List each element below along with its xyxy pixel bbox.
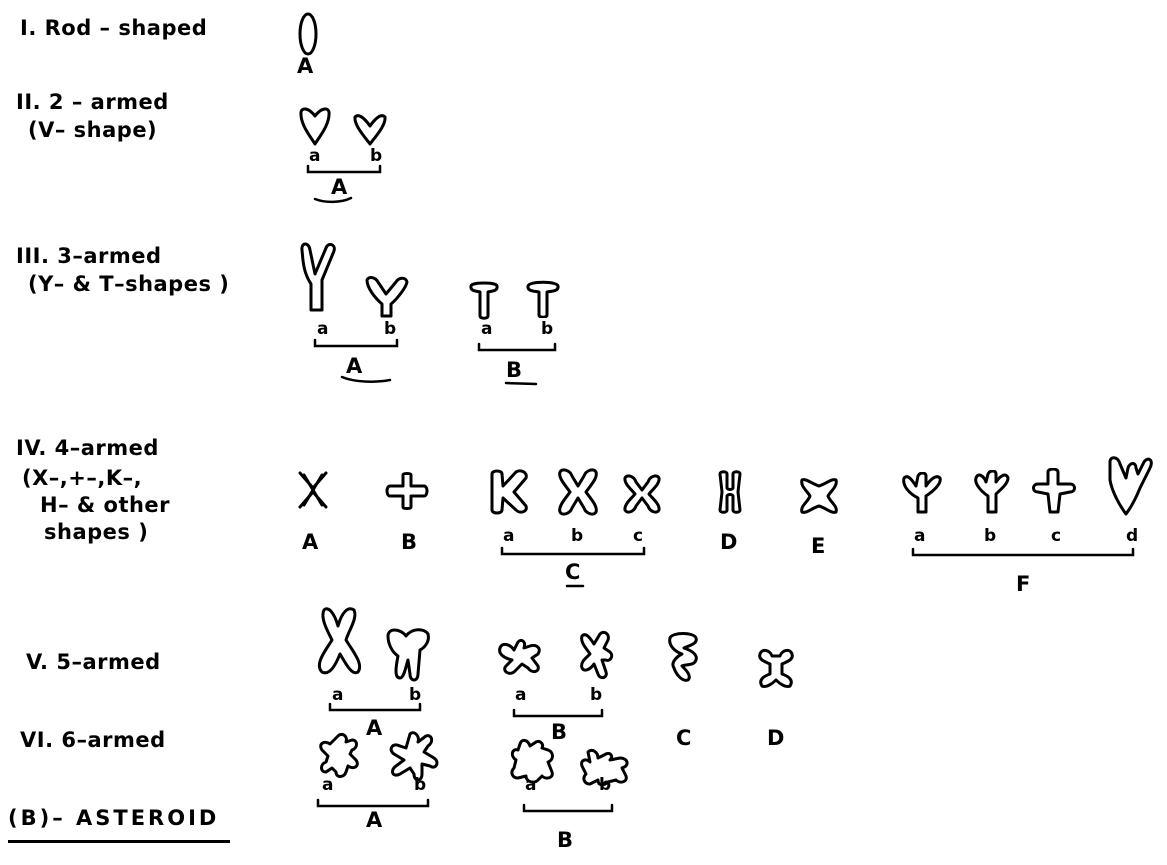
five-arm-shape-a-a xyxy=(317,607,361,675)
label-iv-f-d: d xyxy=(1126,526,1139,546)
six-arm-shape-a-b xyxy=(389,731,439,782)
y-shape-a xyxy=(300,242,336,312)
label-vi-group-a: A xyxy=(366,808,383,832)
stroke-iii-b xyxy=(504,381,538,386)
category-two-armed-sub: (V– shape) xyxy=(28,118,158,142)
label-vi-b-a: a xyxy=(525,775,537,795)
stroke-ii-a xyxy=(313,196,353,204)
label-vi-group-b: B xyxy=(557,828,574,852)
five-arm-shape-b-b xyxy=(580,630,614,680)
six-arm-shape-b-b xyxy=(580,748,629,787)
label-ii-b: b xyxy=(370,146,383,166)
label-iii-group-b: B xyxy=(506,358,523,382)
label-iv-f-b: b xyxy=(984,526,997,546)
category-two-armed: II. 2 – armed xyxy=(16,90,169,114)
branch-shape-f-c xyxy=(1032,468,1076,514)
label-iii-b-a: a xyxy=(481,319,493,339)
label-iv-c-a: a xyxy=(503,526,515,546)
v-shape-b xyxy=(353,114,387,146)
branch-shape-f-b xyxy=(974,470,1010,514)
label-iv-group-f: F xyxy=(1016,572,1031,596)
rod-shape xyxy=(298,12,318,56)
k-shape-c-b xyxy=(558,468,598,516)
label-v-a-a: a xyxy=(332,685,344,705)
h-shape-d xyxy=(718,470,742,514)
five-arm-shape-d xyxy=(758,648,794,688)
label-iii-a-b: b xyxy=(384,319,397,339)
k-shape-c-c xyxy=(623,474,661,514)
k-shape-c-a xyxy=(490,469,528,515)
label-v-d: D xyxy=(767,726,785,750)
category-four-armed-sub1: (X–,+–,K–, xyxy=(22,466,143,490)
category-rod: I. Rod – shaped xyxy=(20,16,208,40)
bracket-iii-a xyxy=(313,338,399,348)
stroke-iii-a xyxy=(340,375,392,383)
label-v-b-a: a xyxy=(515,685,527,705)
label-v-c: C xyxy=(676,726,692,750)
label-iv-e: E xyxy=(811,534,826,558)
six-arm-shape-b-a xyxy=(510,738,554,784)
stroke-iv-c xyxy=(565,584,585,588)
label-vi-b-b: b xyxy=(599,775,612,795)
category-six-armed: VI. 6–armed xyxy=(20,728,166,752)
label-v-a-b: b xyxy=(409,685,422,705)
five-arm-shape-b-a xyxy=(498,638,541,675)
category-four-armed: IV. 4–armed xyxy=(16,436,159,460)
label-rod-a: A xyxy=(297,54,314,78)
asteroid-underline xyxy=(8,840,230,843)
label-iii-group-a: A xyxy=(346,354,363,378)
label-iv-c-b: b xyxy=(571,526,584,546)
x-shape-a xyxy=(298,471,328,509)
category-three-armed: III. 3–armed xyxy=(16,244,162,268)
label-vi-a-a: a xyxy=(322,775,334,795)
category-four-armed-sub3: shapes ) xyxy=(44,520,149,544)
bracket-iv-c xyxy=(500,546,646,556)
branch-shape-f-d xyxy=(1108,456,1153,516)
label-iv-a: A xyxy=(302,530,319,554)
five-arm-shape-a-b xyxy=(386,628,430,682)
six-arm-shape-a-a xyxy=(319,732,359,778)
t-shape-a xyxy=(469,281,499,320)
label-iv-f-a: a xyxy=(914,526,926,546)
label-v-group-b: B xyxy=(551,720,568,744)
plus-shape-b xyxy=(385,472,429,510)
label-v-b-b: b xyxy=(590,685,603,705)
label-v-group-a: A xyxy=(366,716,383,740)
v-shape-a xyxy=(299,107,331,146)
category-asteroid: (B)– ASTEROID xyxy=(8,806,220,830)
bracket-v-a xyxy=(328,702,422,712)
bracket-v-b xyxy=(512,708,604,718)
y-shape-b xyxy=(365,276,409,318)
label-iv-b: B xyxy=(401,530,418,554)
label-iv-c-c: c xyxy=(633,526,644,546)
label-vi-a-b: b xyxy=(414,775,427,795)
category-four-armed-sub2: H– & other xyxy=(40,493,171,517)
category-three-armed-sub: (Y– & T–shapes ) xyxy=(28,272,230,296)
bracket-vi-a xyxy=(316,798,430,808)
bracket-iv-f xyxy=(911,547,1135,557)
label-iii-a-a: a xyxy=(317,319,329,339)
category-five-armed: V. 5–armed xyxy=(26,650,161,674)
label-iii-b-b: b xyxy=(541,319,554,339)
t-shape-b xyxy=(526,280,560,318)
star-shape-e xyxy=(800,478,838,514)
label-ii-group-a: A xyxy=(331,175,348,199)
label-ii-a: a xyxy=(309,146,321,166)
label-iv-d: D xyxy=(720,530,738,554)
bracket-iii-b xyxy=(477,342,557,352)
label-iv-group-c: C xyxy=(565,560,581,584)
branch-shape-f-a xyxy=(902,472,942,514)
bracket-vi-b xyxy=(522,803,614,813)
five-arm-shape-c xyxy=(668,632,698,682)
label-iv-f-c: c xyxy=(1051,526,1062,546)
bracket-ii-a xyxy=(306,164,382,174)
